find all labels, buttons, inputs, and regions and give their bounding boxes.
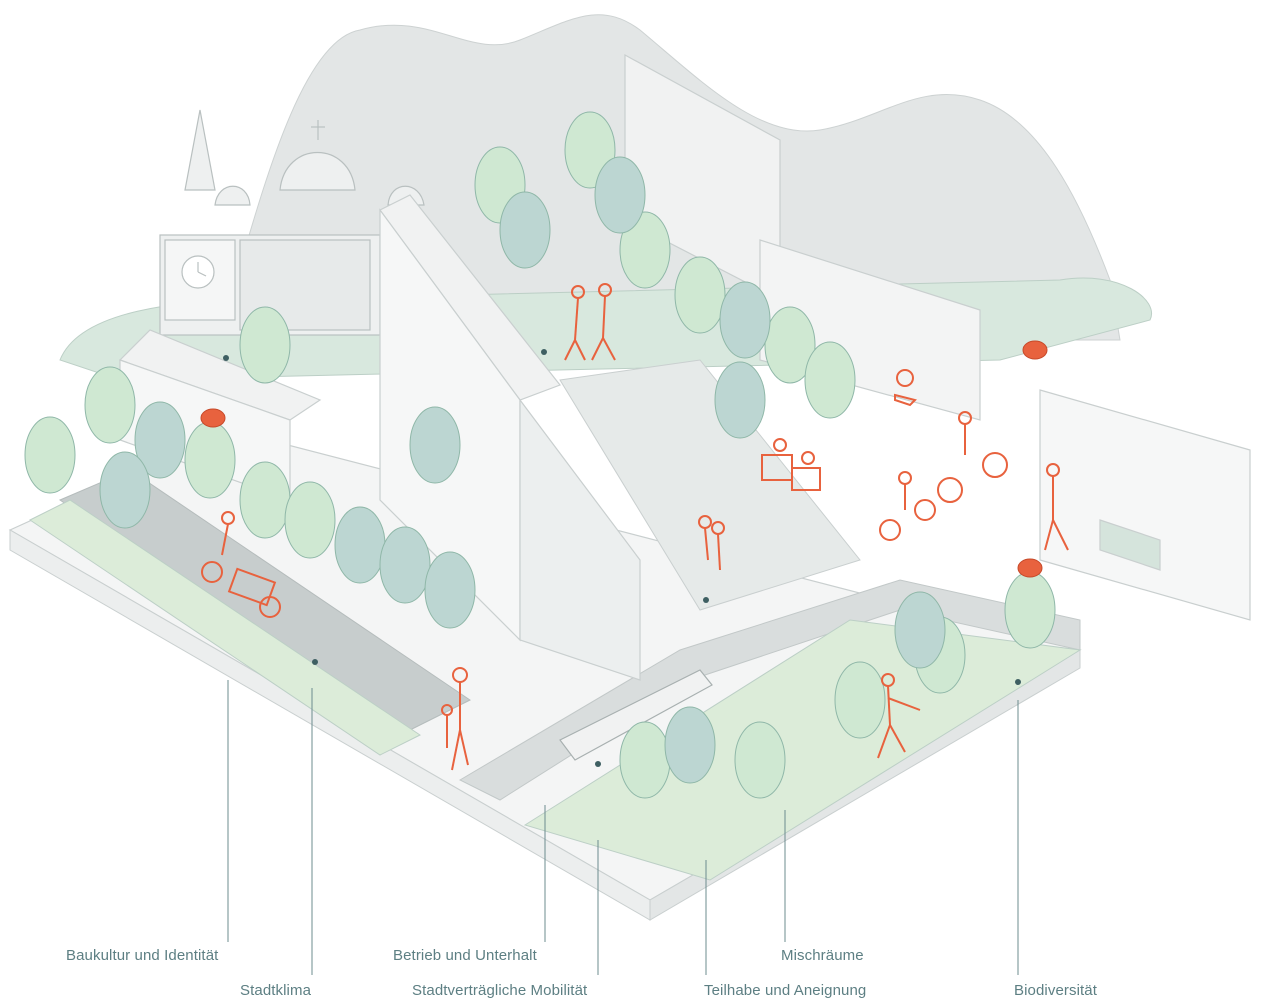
central-plaza [559,359,861,611]
bird-icons [200,340,1048,578]
label-teilhabe: Teilhabe und Aneignung [704,982,867,999]
people-figures [201,283,1069,771]
label-stadtklima: Stadtklima [240,982,312,999]
cyclist-cargo-bike [201,511,281,618]
adult-child-street [441,667,469,771]
head-portrait [894,369,917,407]
cyclists-right [879,411,1008,541]
pedestrians-couple [564,283,616,361]
label-betrieb: Betrieb und Unterhalt [393,947,537,964]
label-mobilitaet: Stadtverträgliche Mobilität [412,982,588,999]
planting-strip-left [29,499,421,756]
label-biodiversitaet: Biodiversität [1014,982,1098,999]
tram [559,669,713,761]
label-mischraeume: Mischräume [781,947,864,964]
leader-lines [227,680,1019,975]
people-plaza [698,515,725,571]
jogging-person-park [877,673,921,759]
leader-dots [223,349,1021,767]
label-baukultur: Baukultur und Identität [66,947,219,964]
seated-people [761,438,821,491]
walking-person-right [1044,463,1069,551]
trees [24,111,1056,799]
